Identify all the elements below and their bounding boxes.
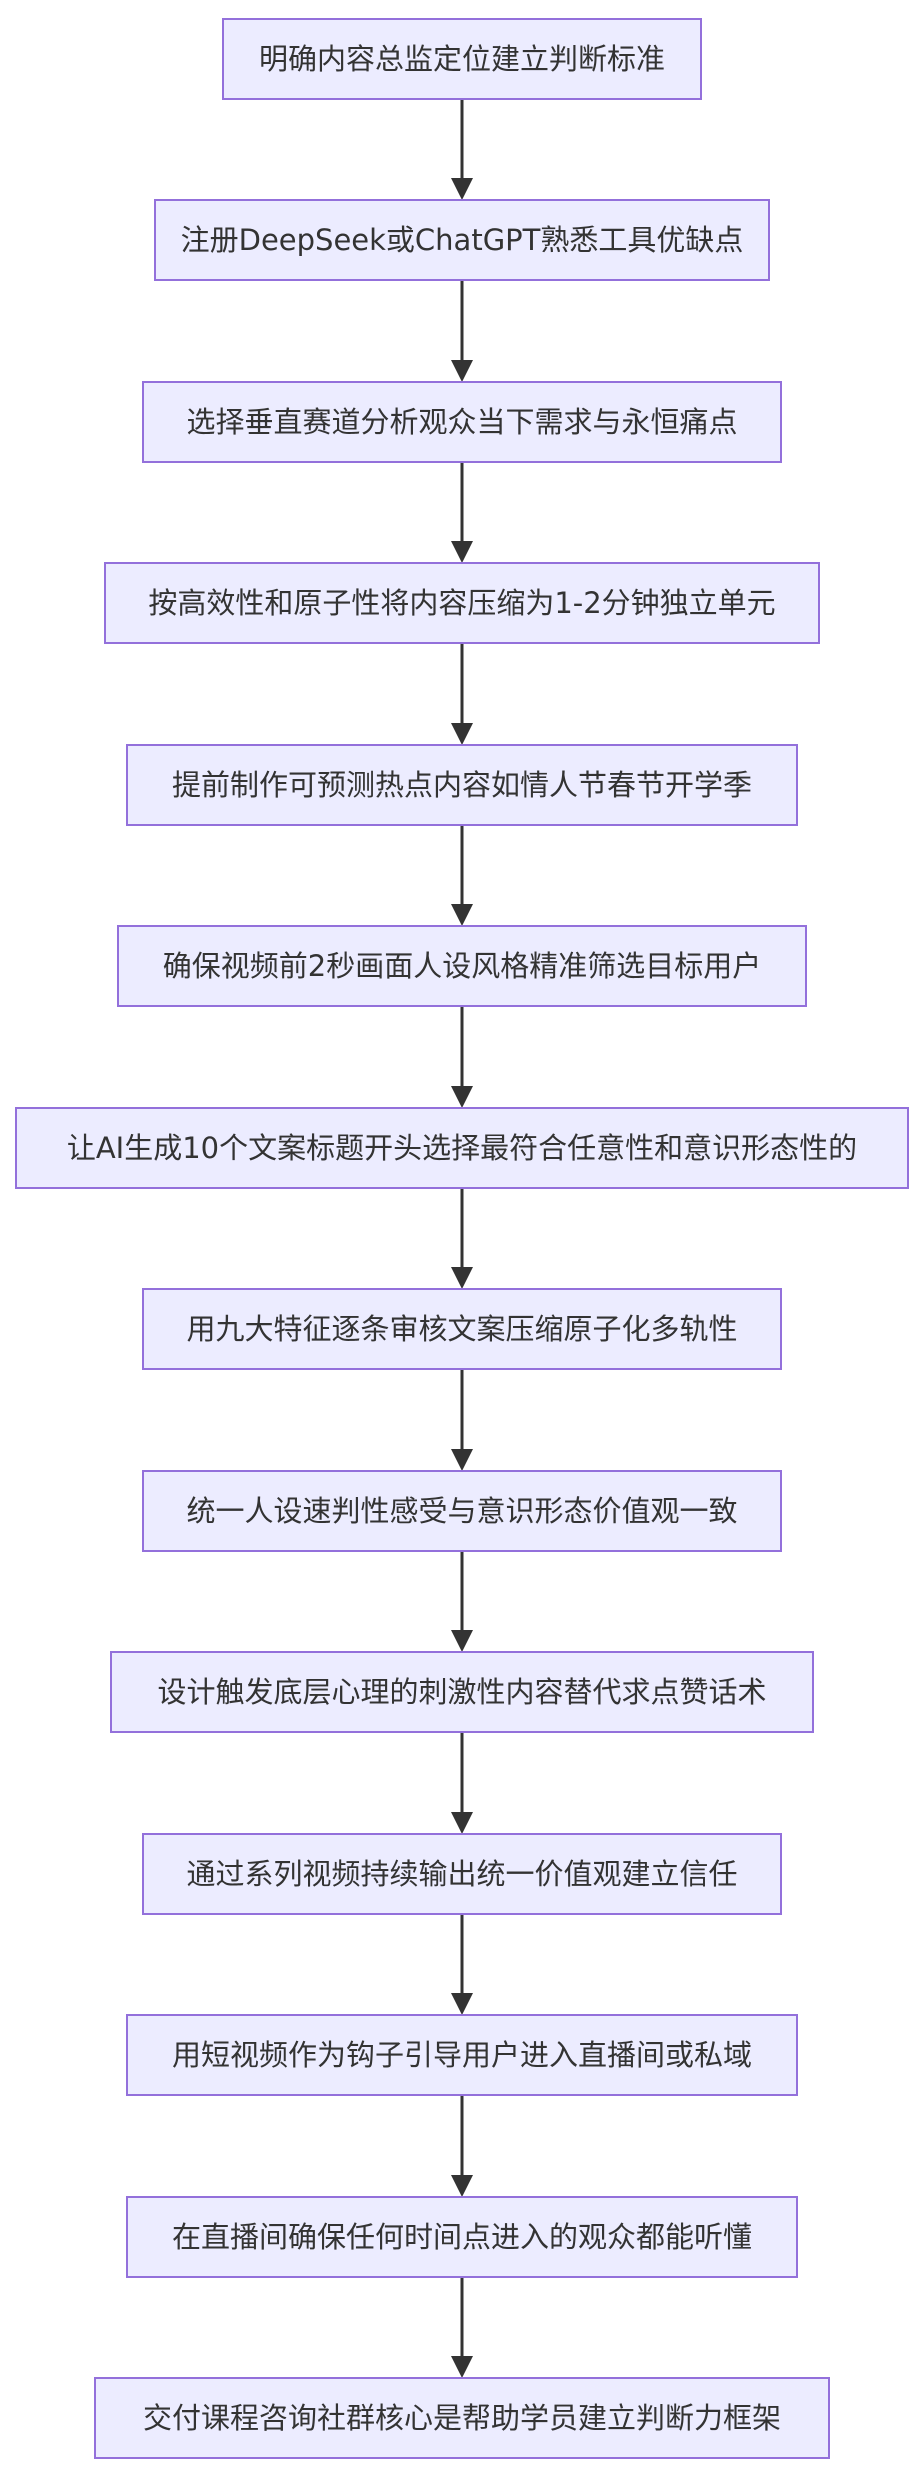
flow-step-10: 设计触发底层心理的刺激性内容替代求点赞话术 — [110, 1651, 814, 1733]
flow-arrow — [451, 1914, 473, 2015]
step-label: 通过系列视频持续输出统一价值观建立信任 — [186, 1857, 737, 1891]
arrow-head — [451, 1812, 473, 1834]
step-label: 用短视频作为钩子引导用户进入直播间或私域 — [172, 2038, 752, 2072]
flow-arrow — [451, 1732, 473, 1834]
flow-step-11: 通过系列视频持续输出统一价值观建立信任 — [142, 1833, 782, 1915]
arrow-head — [451, 541, 473, 563]
step-box — [222, 18, 702, 100]
flow-step-1: 明确内容总监定位建立判断标准 — [222, 18, 702, 100]
flow-arrow — [451, 1551, 473, 1652]
arrow-head — [451, 178, 473, 200]
step-box — [154, 199, 770, 281]
flow-arrow — [451, 643, 473, 745]
flow-arrow — [451, 99, 473, 200]
flow-step-4: 按高效性和原子性将内容压缩为1-2分钟独立单元 — [104, 562, 820, 644]
step-box — [142, 381, 782, 463]
flow-arrow — [451, 462, 473, 563]
flow-arrow — [451, 1006, 473, 1108]
flow-arrows — [451, 99, 473, 2378]
arrow-head — [451, 904, 473, 926]
flow-step-14: 交付课程咨询社群核心是帮助学员建立判断力框架 — [94, 2377, 830, 2459]
arrow-head — [451, 2175, 473, 2197]
flow-step-6: 确保视频前2秒画面人设风格精准筛选目标用户 — [117, 925, 807, 1007]
flow-arrow — [451, 1188, 473, 1289]
arrow-head — [451, 1267, 473, 1289]
arrow-head — [451, 1993, 473, 2015]
step-label: 设计触发底层心理的刺激性内容替代求点赞话术 — [157, 1675, 766, 1709]
flow-arrow — [451, 825, 473, 926]
flow-step-5: 提前制作可预测热点内容如情人节春节开学季 — [126, 744, 798, 826]
step-label: 选择垂直赛道分析观众当下需求与永恒痛点 — [186, 405, 737, 439]
step-box — [15, 1107, 909, 1189]
step-box — [126, 2196, 798, 2278]
arrow-head — [451, 1630, 473, 1652]
flow-step-9: 统一人设速判性感受与意识形态价值观一致 — [142, 1470, 782, 1552]
step-label: 统一人设速判性感受与意识形态价值观一致 — [186, 1494, 737, 1528]
flow-step-7: 让AI生成10个文案标题开头选择最符合任意性和意识形态性的 — [15, 1107, 909, 1189]
step-box — [126, 2014, 798, 2096]
step-label: 明确内容总监定位建立判断标准 — [259, 42, 665, 76]
step-label: 注册DeepSeek或ChatGPT熟悉工具优缺点 — [181, 223, 744, 257]
step-box — [142, 1833, 782, 1915]
step-box — [126, 744, 798, 826]
step-label: 让AI生成10个文案标题开头选择最符合任意性和意识形态性的 — [67, 1131, 857, 1165]
flow-step-12: 用短视频作为钩子引导用户进入直播间或私域 — [126, 2014, 798, 2096]
step-label: 用九大特征逐条审核文案压缩原子化多轨性 — [186, 1312, 737, 1346]
arrow-head — [451, 723, 473, 745]
step-box — [117, 925, 807, 1007]
arrow-head — [451, 1086, 473, 1108]
arrow-head — [451, 1449, 473, 1471]
step-label: 按高效性和原子性将内容压缩为1-2分钟独立单元 — [148, 586, 775, 620]
flow-step-2: 注册DeepSeek或ChatGPT熟悉工具优缺点 — [154, 199, 770, 281]
flow-arrow — [451, 2095, 473, 2197]
flow-arrow — [451, 2277, 473, 2378]
step-label: 确保视频前2秒画面人设风格精准筛选目标用户 — [163, 949, 761, 983]
flow-arrow — [451, 1369, 473, 1471]
step-box — [142, 1288, 782, 1370]
step-label: 交付课程咨询社群核心是帮助学员建立判断力框架 — [143, 2401, 781, 2435]
step-label: 提前制作可预测热点内容如情人节春节开学季 — [172, 768, 752, 802]
step-box — [94, 2377, 830, 2459]
arrow-head — [451, 2356, 473, 2378]
step-box — [104, 562, 820, 644]
flow-step-8: 用九大特征逐条审核文案压缩原子化多轨性 — [142, 1288, 782, 1370]
flow-arrow — [451, 280, 473, 382]
flow-step-13: 在直播间确保任何时间点进入的观众都能听懂 — [126, 2196, 798, 2278]
step-box — [110, 1651, 814, 1733]
flow-steps: 明确内容总监定位建立判断标准注册DeepSeek或ChatGPT熟悉工具优缺点选… — [15, 18, 909, 2459]
step-label: 在直播间确保任何时间点进入的观众都能听懂 — [172, 2220, 752, 2254]
arrow-head — [451, 360, 473, 382]
step-box — [142, 1470, 782, 1552]
flow-step-3: 选择垂直赛道分析观众当下需求与永恒痛点 — [142, 381, 782, 463]
